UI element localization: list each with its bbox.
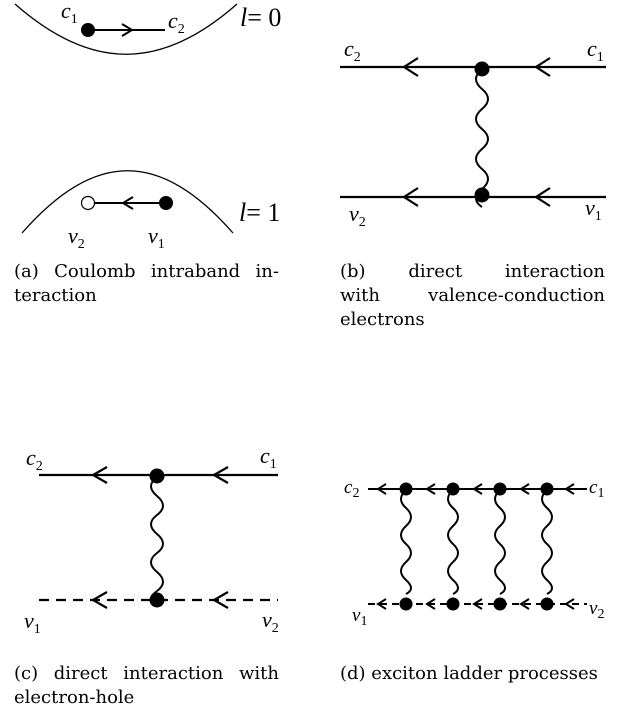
label-c1: c1	[61, 0, 78, 27]
caption-c: (c) direct interaction with electron-hol…	[14, 662, 279, 710]
arrow-left-icon	[90, 591, 108, 609]
caption-line: electrons	[340, 309, 425, 330]
panel-c-diagram: c2 c1 v1 v2	[24, 443, 279, 637]
vertex-dot	[149, 592, 165, 608]
photon-wavy-line	[541, 489, 553, 595]
caption-d: (d) exciton ladder processes	[340, 662, 615, 686]
caption-line: (d) exciton ladder processes	[340, 663, 598, 684]
panel-d-diagram: c2 c1 v1 v2	[344, 477, 604, 629]
caption-a: (a) Coulomb intraband in- teraction	[14, 260, 279, 308]
arrow-left-icon	[121, 196, 134, 210]
label-c1: c1	[589, 477, 604, 501]
arrow-left-icon	[376, 483, 387, 495]
arrow-left-icon	[472, 483, 483, 495]
arrow-left-icon	[519, 598, 530, 610]
arrow-left-icon	[425, 598, 436, 610]
arrow-left-icon	[90, 466, 108, 484]
vertex-dot	[493, 597, 507, 611]
label-v1: v1	[148, 223, 165, 252]
arrow-left-icon	[533, 187, 551, 207]
electron-dot	[81, 23, 95, 37]
label-c2: c2	[344, 477, 359, 501]
caption-line: (c) direct interaction with	[14, 663, 279, 684]
label-c1: c1	[260, 443, 277, 472]
arrow-left-icon	[211, 591, 229, 609]
hole-circle	[80, 195, 96, 211]
caption-line: (b) direct interaction	[340, 261, 605, 282]
arrow-left-icon	[401, 57, 419, 77]
vertex-dot	[474, 61, 490, 77]
vertex-dot	[493, 482, 507, 496]
arrow-left-icon	[533, 57, 551, 77]
photon-wavy-line	[400, 489, 412, 595]
arrow-left-icon	[564, 483, 575, 495]
vertex-dot	[399, 597, 413, 611]
label-v2: v2	[68, 223, 85, 252]
label-c2: c2	[344, 36, 361, 65]
vertex-dot	[540, 597, 554, 611]
label-c1: c1	[587, 36, 604, 65]
label-v2: v2	[262, 607, 279, 636]
conduction-band-curve	[14, 3, 238, 55]
caption-b: (b) direct interaction with valence-cond…	[340, 260, 605, 332]
photon-wavy-line	[447, 489, 459, 595]
photon-wavy-line	[150, 476, 164, 602]
label-l0: l= 0	[240, 3, 281, 32]
vertex-dot	[540, 482, 554, 496]
panel-a-diagram: c1 c2 l= 0 v2 v1 l= 1	[14, 0, 281, 252]
arrow-left-icon	[401, 187, 419, 207]
electron-dot	[159, 196, 173, 210]
vertex-dot	[399, 482, 413, 496]
arrow-left-icon	[376, 598, 387, 610]
caption-line: with valence-conduction	[340, 285, 605, 306]
vertex-dot	[446, 597, 460, 611]
label-c2: c2	[168, 8, 185, 37]
caption-line: (a) Coulomb intraband in-	[14, 261, 279, 282]
vertex-dot	[446, 482, 460, 496]
arrow-right-icon	[121, 23, 134, 37]
label-v1: v1	[352, 605, 367, 629]
vertex-dot	[149, 468, 165, 484]
arrow-left-icon	[564, 598, 575, 610]
arrow-left-icon	[425, 483, 436, 495]
label-l1: l= 1	[239, 198, 280, 227]
panel-b-diagram: c2 c1 v2 v1	[340, 36, 606, 230]
arrow-left-icon	[472, 598, 483, 610]
valence-band-curve	[21, 170, 234, 234]
photon-wavy-line	[475, 68, 489, 208]
caption-line: electron-hole	[14, 687, 135, 708]
label-v1: v1	[24, 608, 41, 637]
arrow-left-icon	[519, 483, 530, 495]
caption-line: teraction	[14, 285, 97, 306]
label-v2: v2	[349, 201, 366, 230]
vertex-dot	[474, 187, 490, 203]
label-c2: c2	[26, 445, 43, 474]
photon-wavy-line	[494, 489, 506, 595]
label-v2: v2	[589, 598, 604, 622]
arrow-left-icon	[211, 466, 229, 484]
label-v1: v1	[585, 195, 602, 224]
